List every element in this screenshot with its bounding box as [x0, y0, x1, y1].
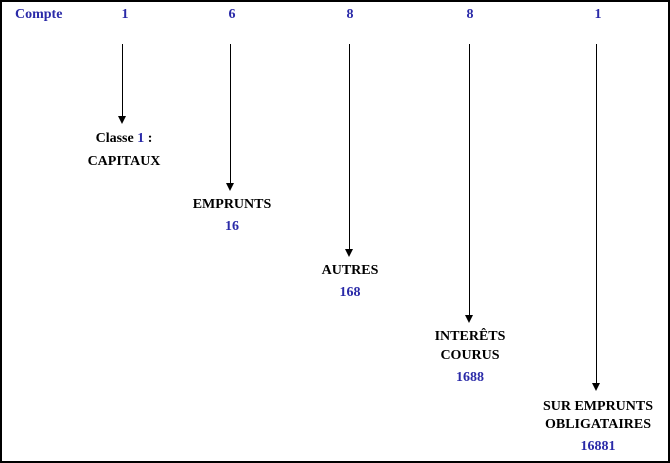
digit-3: 8 [346, 7, 354, 22]
arrow-level-2 [226, 44, 234, 191]
level-1-title-number: 1 [137, 131, 145, 146]
compte-label: Compte [15, 7, 63, 22]
level-3-code: 168 [339, 285, 361, 300]
digit-4: 8 [466, 7, 474, 22]
arrow-level-5 [592, 44, 600, 391]
arrow-level-4 [465, 44, 473, 323]
level-5-name-line-2: OBLIGATAIRES [544, 417, 652, 432]
level-5-name-line-1: SUR EMPRUNTS [542, 399, 654, 414]
level-1-title-suffix: : [144, 131, 153, 146]
arrow-level-1 [118, 44, 126, 124]
level-4-name-line-2: COURUS [440, 348, 500, 363]
level-1-label: Classe 1 : [96, 129, 153, 148]
arrow-level-3 [345, 44, 353, 257]
digit-1: 1 [121, 7, 129, 22]
level-3-name: AUTRES [321, 263, 379, 278]
digit-2: 6 [228, 7, 236, 22]
level-4-code: 1688 [456, 370, 484, 385]
level-1-title-prefix: Classe [95, 131, 134, 146]
level-5-code: 16881 [580, 439, 616, 454]
level-2-name: EMPRUNTS [192, 197, 272, 212]
level-2-code: 16 [225, 219, 239, 234]
digit-5: 1 [594, 7, 602, 22]
level-4-name-line-1: INTERÊTS [434, 329, 506, 344]
level-1-name: CAPITAUX [87, 154, 161, 169]
